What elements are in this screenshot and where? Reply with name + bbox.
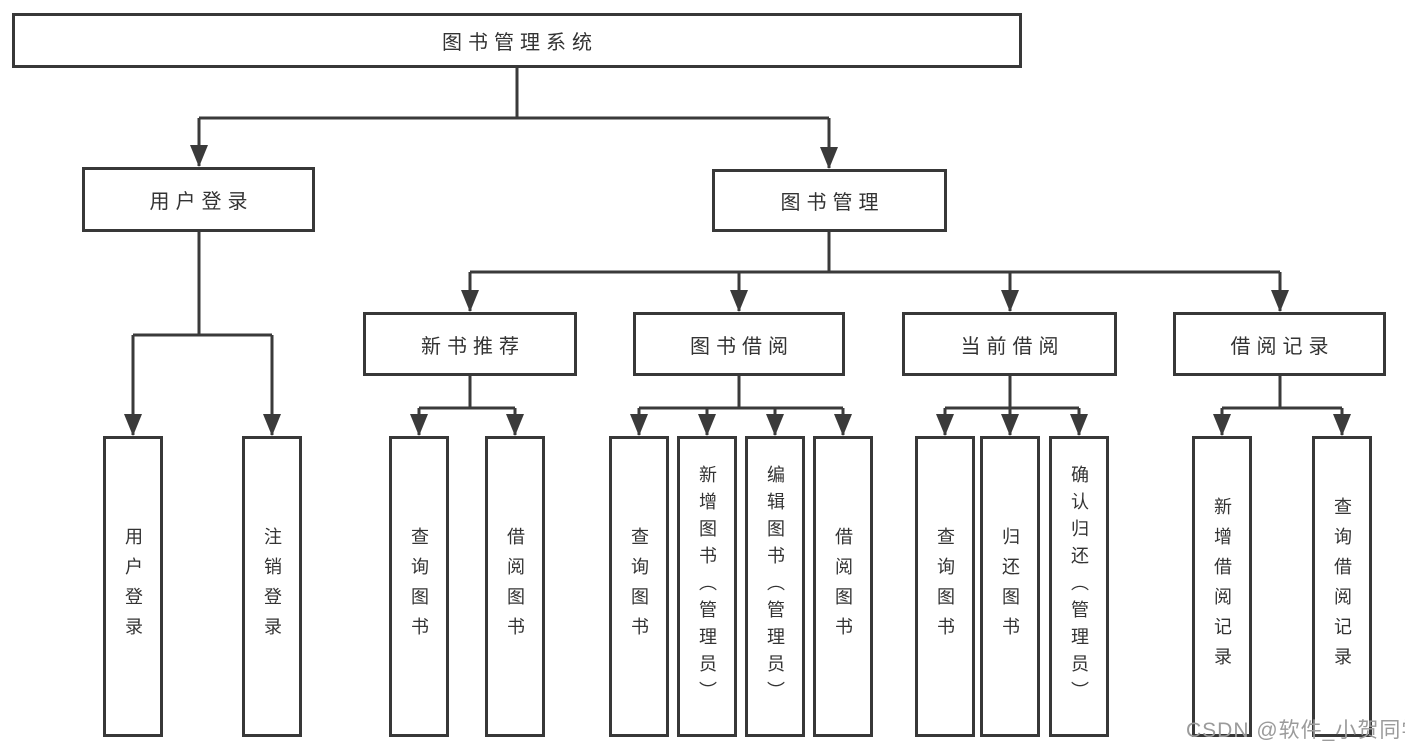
node-label: 新增图书（管理员）: [697, 465, 717, 708]
edge-current-borrow-children: [936, 376, 1088, 436]
node-label: 编辑图书（管理员）: [765, 465, 785, 708]
leaf-add-books-admin: 新增图书（管理员）: [677, 436, 737, 737]
node-current-borrow: 当前借阅: [902, 312, 1117, 376]
node-label: 查询借阅记录: [1332, 496, 1352, 677]
node-label: 注销登录: [262, 526, 282, 647]
node-label: 图书管理系统: [442, 32, 598, 54]
node-label: 归还图书: [1000, 526, 1020, 647]
node-label: 查询图书: [409, 526, 429, 647]
node-label: 查询图书: [935, 526, 955, 647]
node-book-borrow: 图书借阅: [633, 312, 845, 376]
leaf-query-books-borrow: 查询图书: [609, 436, 669, 737]
edge-book-borrow-children: [630, 376, 852, 436]
node-label: 借阅图书: [833, 526, 853, 647]
node-label: 新增借阅记录: [1212, 496, 1232, 677]
leaf-borrow-books-recommend: 借阅图书: [485, 436, 545, 737]
node-label: 用户登录: [149, 191, 254, 213]
node-label: 图书管理: [780, 192, 885, 214]
edge-book-mgmt-children: [461, 232, 1289, 312]
node-label: 查询图书: [629, 526, 649, 647]
node-label: 确认归还（管理员）: [1069, 465, 1089, 708]
csdn-watermark: CSDN @软件_小贺同学: [1186, 719, 1405, 742]
node-new-book-recommend: 新书推荐: [363, 312, 577, 376]
edge-root-to-level1: [190, 68, 838, 169]
node-label: 图书借阅: [690, 335, 794, 358]
node-label: 借阅图书: [505, 526, 525, 647]
leaf-query-books-current: 查询图书: [915, 436, 975, 737]
node-borrow-records: 借阅记录: [1173, 312, 1386, 376]
leaf-add-borrow-record: 新增借阅记录: [1192, 436, 1252, 737]
leaf-query-borrow-record: 查询借阅记录: [1312, 436, 1372, 737]
node-label: 新书推荐: [421, 335, 525, 358]
leaf-query-books-recommend: 查询图书: [389, 436, 449, 737]
node-label: 用户登录: [123, 526, 143, 647]
node-user-login: 用户登录: [82, 167, 315, 232]
leaf-edit-books-admin: 编辑图书（管理员）: [745, 436, 805, 737]
edge-borrow-records-children: [1213, 376, 1351, 436]
leaf-logout: 注销登录: [242, 436, 302, 737]
node-book-management: 图书管理: [712, 169, 947, 232]
edge-new-book-children: [410, 376, 524, 436]
leaf-user-login: 用户登录: [103, 436, 163, 737]
node-root-system: 图书管理系统: [12, 13, 1022, 68]
leaf-return-books: 归还图书: [980, 436, 1040, 737]
leaf-confirm-return-admin: 确认归还（管理员）: [1049, 436, 1109, 737]
edge-user-login-children: [124, 232, 281, 436]
node-label: 借阅记录: [1230, 335, 1335, 358]
leaf-borrow-books: 借阅图书: [813, 436, 873, 737]
node-label: 当前借阅: [960, 335, 1065, 358]
